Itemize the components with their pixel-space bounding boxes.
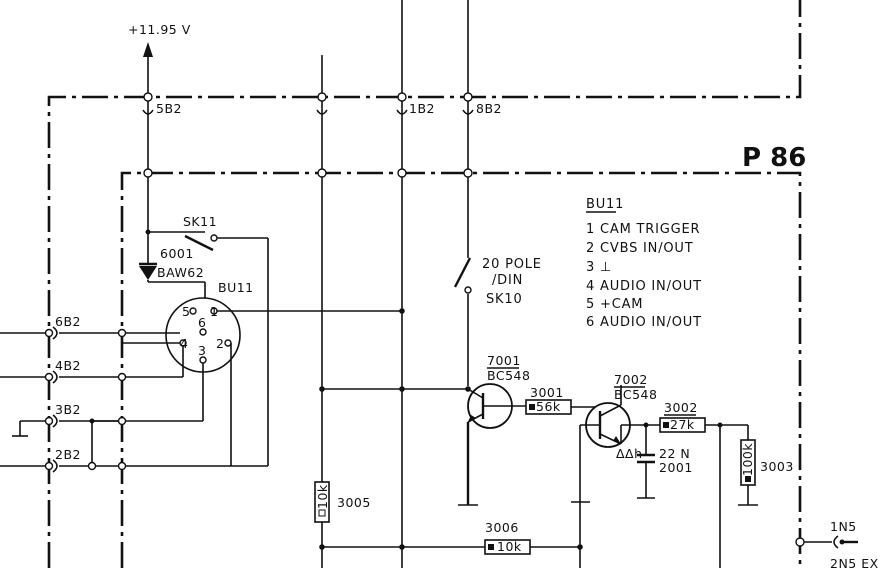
resistor-3005-ref: 3005 — [337, 495, 371, 510]
connector-1b2: 1B2 — [409, 101, 435, 116]
socket-bu11 — [92, 297, 402, 466]
transistor-7002 — [571, 385, 660, 503]
legend-item-2: 2 CVBS IN/OUT — [586, 241, 693, 256]
resistor-3005-value: 10k — [315, 484, 330, 509]
socket-pin-6: 6 — [198, 315, 206, 330]
legend-item-3: 3 ⊥ — [586, 260, 612, 275]
diode-type: BAW62 — [157, 265, 204, 280]
legend-item-4: 4 AUDIO IN/OUT — [586, 279, 702, 294]
resistor-3001-ref: 3001 — [530, 385, 564, 400]
connector-5b2: 5B2 — [156, 101, 182, 116]
socket-pin-5: 5 — [182, 304, 190, 319]
resistor-3002-value: 27k — [670, 417, 695, 432]
capacitor-ref: 2001 — [659, 460, 693, 475]
sk10-line2: /DIN — [492, 273, 523, 288]
socket-name: BU11 — [218, 280, 254, 295]
junctions-inner-rail — [143, 168, 473, 178]
legend-item-6: 6 AUDIO IN/OUT — [586, 315, 702, 330]
capacitor-value: 22 N — [659, 446, 690, 461]
diode-ref: 6001 — [160, 246, 194, 261]
connector-symbols-top — [142, 92, 474, 115]
socket-pin-4: 4 — [180, 336, 188, 351]
transistor-7002-ref: 7002 — [614, 372, 648, 387]
legend-item-5: 5 +CAM — [586, 297, 643, 312]
connector-4b2: 4B2 — [55, 358, 81, 373]
connector-1n5: 1N5 — [830, 519, 857, 534]
board-outline-p86 — [120, 171, 802, 568]
board-label: P 86 — [742, 143, 806, 173]
connector-3b2: 3B2 — [55, 402, 81, 417]
transistor-7001 — [322, 383, 526, 429]
resistor-3006-ref: 3006 — [485, 520, 519, 535]
left-connectors-wiring — [0, 326, 268, 473]
connector-6b2: 6B2 — [55, 314, 81, 329]
resistor-3006 — [319, 502, 583, 568]
transistor-7002-type: BC548 — [614, 387, 657, 402]
resistor-3001-value: 56k — [536, 399, 561, 414]
connector-8b2: 8B2 — [476, 101, 502, 116]
resistor-3006-value: 10k — [497, 539, 522, 554]
socket-pin-2: 2 — [216, 336, 224, 351]
connector-2n5: 2N5 EX — [830, 556, 879, 568]
switch-sk11-label: SK11 — [183, 214, 217, 229]
legend-title: BU11 — [586, 197, 624, 212]
socket-pin-3: 3 — [198, 343, 206, 358]
resistor-3001 — [525, 399, 600, 415]
switch-sk11 — [148, 231, 269, 466]
resistor-3002-ref: 3002 — [664, 400, 698, 415]
transistor-7001-ref: 7001 — [487, 353, 521, 368]
resistor-3005 — [314, 386, 330, 523]
sk10-line1: 20 POLE — [482, 257, 542, 272]
resistor-3002 — [659, 417, 748, 433]
supply-arrow — [143, 42, 153, 97]
junction-dots — [145, 229, 471, 392]
diode-6001 — [139, 232, 206, 306]
delta-label: ΔΔh — [616, 446, 643, 461]
transistor-7001-type: BC548 — [487, 368, 530, 383]
resistor-3003 — [717, 422, 758, 568]
sk10-line3: SK10 — [486, 292, 523, 307]
output-connectors — [795, 535, 858, 549]
bus-wires — [147, 0, 478, 568]
resistor-3003-ref: 3003 — [760, 459, 794, 474]
socket-pin-1: 1 — [210, 304, 218, 319]
connector-2b2: 2B2 — [55, 447, 81, 462]
capacitor-2001 — [637, 422, 655, 499]
switch-sk10 — [453, 257, 472, 294]
legend-item-1: 1 CAM TRIGGER — [586, 222, 700, 237]
supply-voltage-label: +11.95 V — [128, 22, 191, 37]
resistor-3003-value: 100k — [740, 443, 755, 476]
